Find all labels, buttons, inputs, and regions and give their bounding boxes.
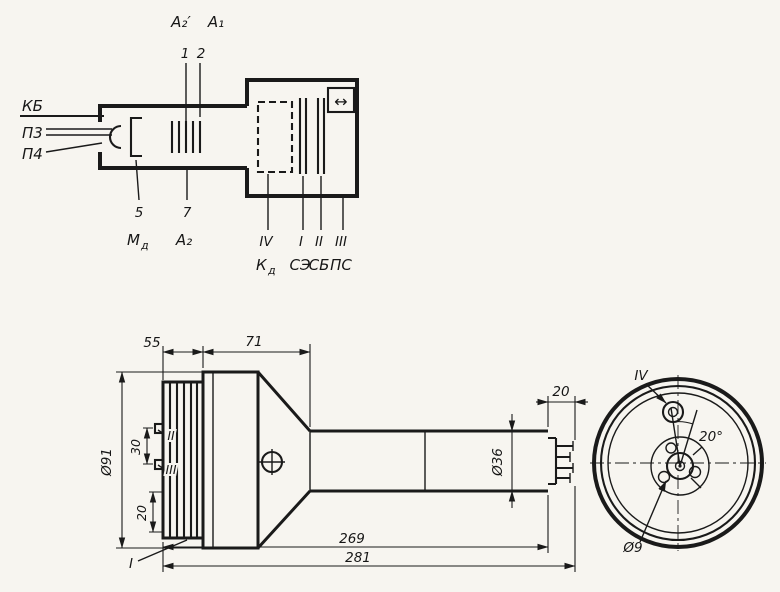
dim-d9-text: Ø9	[622, 540, 642, 556]
label-i-leader: I	[129, 539, 188, 572]
left-lead-wires	[20, 114, 112, 153]
dim-281-text: 281	[345, 550, 371, 566]
deflector-kd-dashed	[256, 100, 294, 174]
label-a2: А₂	[175, 231, 192, 249]
label-iv-leader: IV	[634, 368, 667, 404]
dim-269-text: 269	[339, 531, 365, 547]
cathode-electrode	[109, 124, 122, 150]
label-p3: П3	[22, 124, 43, 142]
label-sb: СБ	[309, 256, 330, 274]
neck-tube	[310, 429, 548, 493]
dim-30: 30 II III	[126, 426, 179, 479]
tip-and-pins	[548, 436, 574, 486]
dim-d36: Ø36	[488, 414, 516, 508]
label-lead-5: 5	[135, 205, 144, 221]
main-cylinder	[201, 370, 260, 550]
label-lead-2: 2	[197, 46, 206, 62]
ribbed-cap-section	[153, 380, 205, 540]
label-kd-base: К	[256, 256, 268, 274]
deflection-plate-bars	[298, 98, 326, 174]
angle-20-marking: 20°	[670, 407, 723, 467]
dim-d91-text: Ø91	[99, 448, 115, 477]
dim-20-left-text: 20	[134, 505, 149, 521]
label-electrode-i: I	[299, 234, 303, 250]
bottom-lead-lines	[135, 159, 344, 230]
label-md-base: М	[127, 231, 140, 249]
label-electrode-iv: IV	[259, 234, 274, 250]
anode-grid-bars	[170, 121, 202, 153]
dim-30-text: 30	[128, 439, 143, 455]
dim-d9-leader: Ø9	[622, 480, 667, 556]
dim-71-text: 71	[245, 334, 262, 350]
dim-20-left: 20	[132, 491, 163, 533]
label-electrode-iii: III	[335, 234, 347, 250]
screen-arrow-box: ↔	[326, 86, 356, 114]
dim-20-tip: 20	[536, 384, 588, 440]
screen-motion-arrow-icon: ↔	[334, 92, 347, 111]
label-se: СЭ	[290, 256, 311, 274]
end-view: 20° IV Ø9	[590, 368, 766, 556]
label-lead-1: 1	[181, 46, 190, 62]
label-section-i: I	[129, 556, 133, 572]
label-contact-ii: II	[167, 428, 175, 443]
label-a2-prime: А₂′	[170, 13, 191, 31]
dim-20-tip-text: 20	[552, 384, 569, 400]
cone-section	[256, 371, 312, 550]
dim-55-71: 55 71	[143, 334, 311, 427]
label-md-sub: д	[140, 239, 149, 252]
label-kd-sub: д	[267, 264, 276, 277]
dim-269-281: 269 281	[162, 486, 576, 572]
label-ps: ПС	[330, 256, 352, 274]
label-lead-7: 7	[183, 205, 192, 221]
label-a1: А₁	[207, 13, 224, 31]
dim-55-text: 55	[143, 335, 160, 351]
label-electrode-ii: II	[315, 234, 323, 250]
label-section-iv: IV	[634, 368, 649, 384]
tube-schematic: ↔ КБ П3 П4 А₂′ А₁ 1 2 5 М д 7 А₂ IV К д …	[20, 13, 359, 277]
dim-d91: Ø91	[99, 371, 203, 549]
label-p4: П4	[22, 145, 43, 163]
label-contact-iii: III	[165, 462, 176, 477]
top-lead-lines	[185, 63, 201, 121]
dimension-drawing: 55 71 Ø91 30 II III 20 I	[99, 334, 766, 572]
modulator-electrode	[129, 116, 142, 158]
dim-d36-text: Ø36	[490, 448, 506, 477]
tube-envelope-outline	[98, 78, 359, 198]
label-kb: КБ	[22, 97, 43, 115]
dim-angle-text: 20°	[699, 429, 723, 445]
